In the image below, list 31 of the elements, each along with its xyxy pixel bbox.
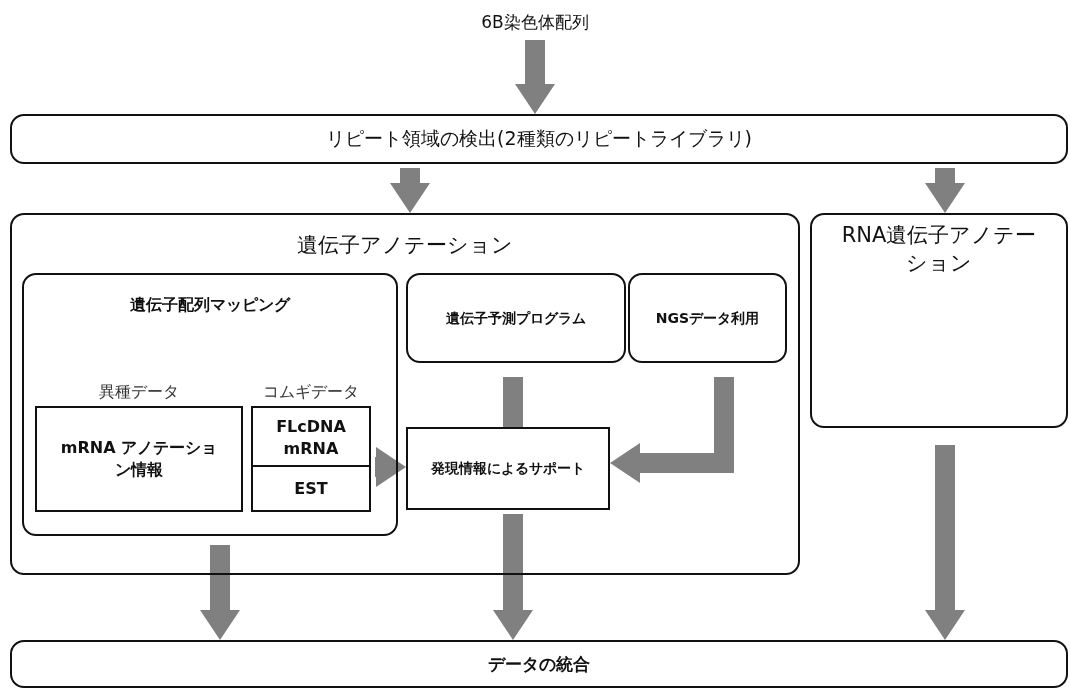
block-arrow (375, 447, 406, 487)
box-heading: コムギデータ (262, 381, 360, 403)
panel-title: 遺伝子配列マッピング (129, 295, 292, 317)
block-arrow (925, 445, 965, 640)
block-arrow (493, 514, 533, 640)
block-arrow (925, 168, 965, 213)
process-box (10, 640, 1068, 688)
box-text: 発現情報によるサポート (430, 459, 586, 478)
box-text: リピート領域の検出(2種類のリピートライブラリ) (325, 126, 753, 152)
box-text: データの統合 (487, 652, 591, 676)
group-panel (810, 213, 1068, 428)
process-box (406, 427, 610, 510)
panel-title: 遺伝子アノテーション (296, 232, 514, 260)
box-text: NGSデータ利用 (654, 308, 761, 328)
group-panel (22, 273, 398, 536)
block-arrow (200, 545, 240, 640)
block-arrow (390, 168, 430, 213)
box-text: EST (293, 477, 329, 500)
block-arrow (515, 40, 555, 114)
heading-text: 6B染色体配列 (481, 10, 589, 34)
group-panel (10, 213, 800, 575)
block-arrow (610, 377, 734, 483)
panel-title: RNA遺伝子アノテーション (840, 222, 1038, 277)
box-text: FLcDNA mRNA (275, 415, 347, 460)
process-box (406, 273, 626, 363)
box-text: mRNA アノテーション情報 (59, 437, 219, 481)
process-box (628, 273, 787, 363)
box-heading: 異種データ (98, 381, 180, 403)
connector-bar (503, 377, 523, 427)
process-box (10, 114, 1068, 164)
box-text: 遺伝子予測プログラム (445, 308, 587, 328)
